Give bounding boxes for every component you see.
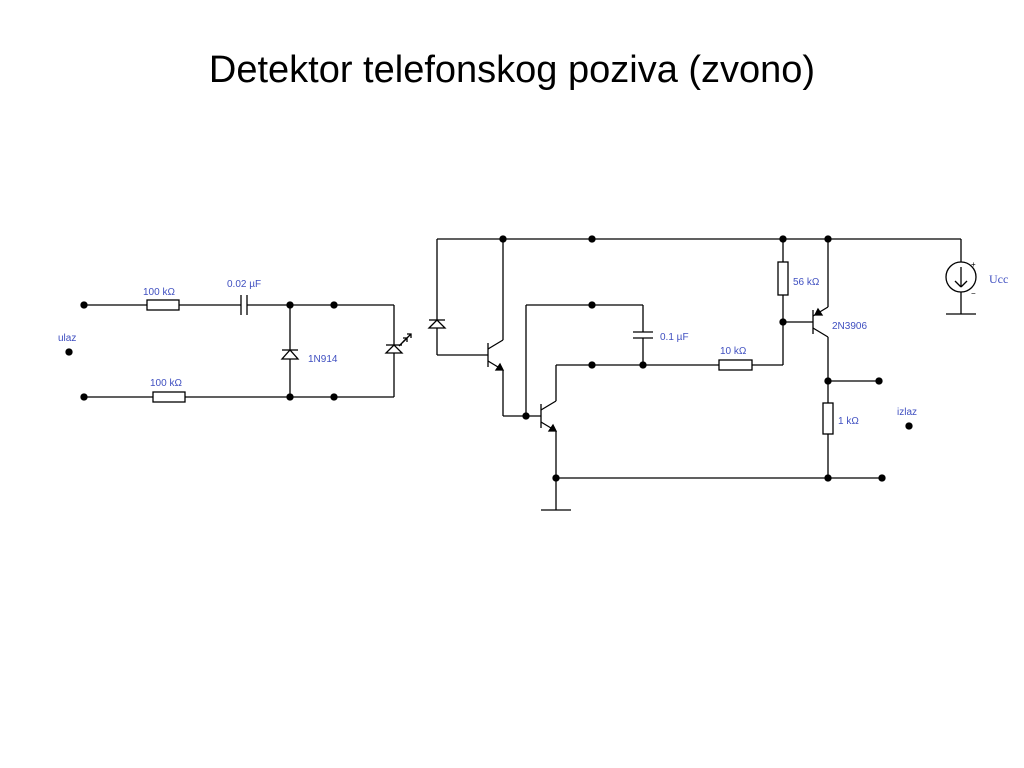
supply-label: Ucc [989, 272, 1008, 286]
junction-dot [330, 393, 338, 401]
junction-dot [80, 393, 88, 401]
resistor-input-bottom [152, 391, 186, 403]
transistor-q2-collector [540, 400, 557, 411]
capacitor-timing-label: 0.1 µF [660, 332, 689, 343]
supply-minus-sign: − [971, 289, 976, 298]
supply-source-symbol [954, 280, 962, 288]
diode-1n914-body [280, 349, 300, 360]
resistor-pullup-label: 56 kΩ [793, 277, 820, 288]
light-arrow-icon [402, 333, 412, 343]
input-terminal [65, 348, 73, 356]
junction-dot [779, 318, 787, 326]
junction-dot [552, 474, 560, 482]
capacitor-input-label: 0.02 µF [227, 279, 261, 290]
junction-dot [588, 361, 596, 369]
junction-dot [499, 235, 507, 243]
junction-dot [330, 301, 338, 309]
output-terminal-top [875, 377, 883, 385]
junction-dot [824, 235, 832, 243]
junction-dot [779, 235, 787, 243]
resistor-base-label: 10 kΩ [720, 346, 747, 357]
resistor-input-bottom-label: 100 kΩ [150, 378, 182, 389]
transistor-pnp-arrow [813, 307, 824, 316]
resistor-pullup [777, 261, 789, 296]
junction-dot [824, 474, 832, 482]
transistor-q2-arrow [547, 423, 558, 432]
output-terminal [905, 422, 913, 430]
junction-dot [588, 235, 596, 243]
junction-dot [286, 301, 294, 309]
resistor-load [822, 402, 834, 435]
junction-dot [824, 377, 832, 385]
resistor-base [718, 359, 753, 371]
junction-dot [588, 301, 596, 309]
input-terminal-label: ulaz [58, 333, 76, 344]
junction-dot [639, 361, 647, 369]
output-terminal-label: izlaz [897, 407, 917, 418]
transistor-q1-arrow [494, 362, 505, 371]
supply-source-symbol [960, 280, 968, 288]
resistor-load-label: 1 kΩ [838, 416, 859, 427]
light-arrow-icon [407, 333, 412, 338]
transistor-q1-collector [487, 339, 504, 350]
resistor-input-top [146, 299, 180, 311]
junction-dot [286, 393, 294, 401]
junction-dot [80, 301, 88, 309]
output-terminal-bottom [878, 474, 886, 482]
resistor-input-top-label: 100 kΩ [143, 287, 175, 298]
transistor-pnp-label: 2N3906 [832, 321, 867, 332]
supply-plus-sign: + [971, 260, 976, 269]
slide-title: Detektor telefonskog poziva (zvono) [208, 49, 816, 91]
diode-label: 1N914 [308, 354, 338, 365]
transistor-pnp-collector [812, 327, 829, 338]
opto-photodiode-body [427, 319, 447, 329]
junction-dot [522, 412, 530, 420]
